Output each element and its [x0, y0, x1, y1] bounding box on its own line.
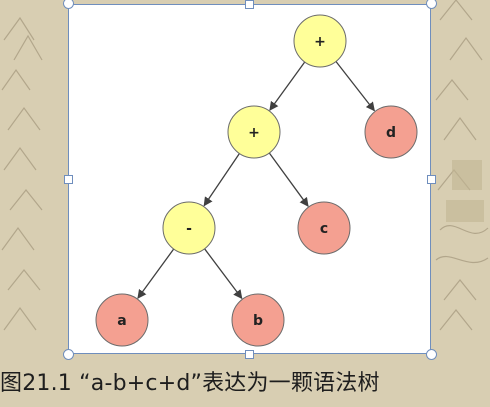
edge-plus2-minus [203, 153, 240, 207]
tree-node-plus2: + [227, 105, 281, 159]
node-label: + [314, 34, 326, 50]
tree-node-root: + [293, 14, 347, 68]
tree-node-d: d [364, 105, 418, 159]
node-circle [231, 293, 285, 347]
resize-handle-right[interactable] [427, 175, 436, 184]
node-label: c [320, 221, 328, 237]
node-circle [95, 293, 149, 347]
tree-node-a: a [95, 293, 149, 347]
resize-handle-bottom-left[interactable] [63, 349, 74, 360]
syntax-tree: + + d - c a b [95, 14, 418, 347]
node-circle [227, 105, 281, 159]
node-circle [297, 201, 351, 255]
resize-handle-top-left[interactable] [63, 0, 74, 9]
tree-node-b: b [231, 293, 285, 347]
figure-caption: 图21.1 “a-b+c+d”表达为一颗语法树 [0, 371, 380, 396]
node-circle [162, 201, 216, 255]
node-label: + [248, 125, 260, 141]
node-label: - [186, 221, 192, 237]
edge-plus2-c [268, 152, 309, 207]
resize-handle-top-right[interactable] [426, 0, 437, 9]
node-circle [364, 105, 418, 159]
resize-handle-bottom-right[interactable] [426, 349, 437, 360]
edge-root-d [335, 61, 375, 112]
resize-handle-top[interactable] [245, 0, 254, 9]
edge-root-plus2 [269, 61, 306, 111]
node-label: d [386, 125, 396, 141]
resize-handle-bottom[interactable] [245, 350, 254, 359]
node-label: b [253, 313, 263, 329]
node-label: a [117, 313, 126, 329]
tree-node-minus: - [162, 201, 216, 255]
tree-node-c: c [297, 201, 351, 255]
edge-minus-b [204, 248, 243, 300]
resize-handle-left[interactable] [64, 175, 73, 184]
node-circle [293, 14, 347, 68]
edge-minus-a [137, 248, 175, 299]
